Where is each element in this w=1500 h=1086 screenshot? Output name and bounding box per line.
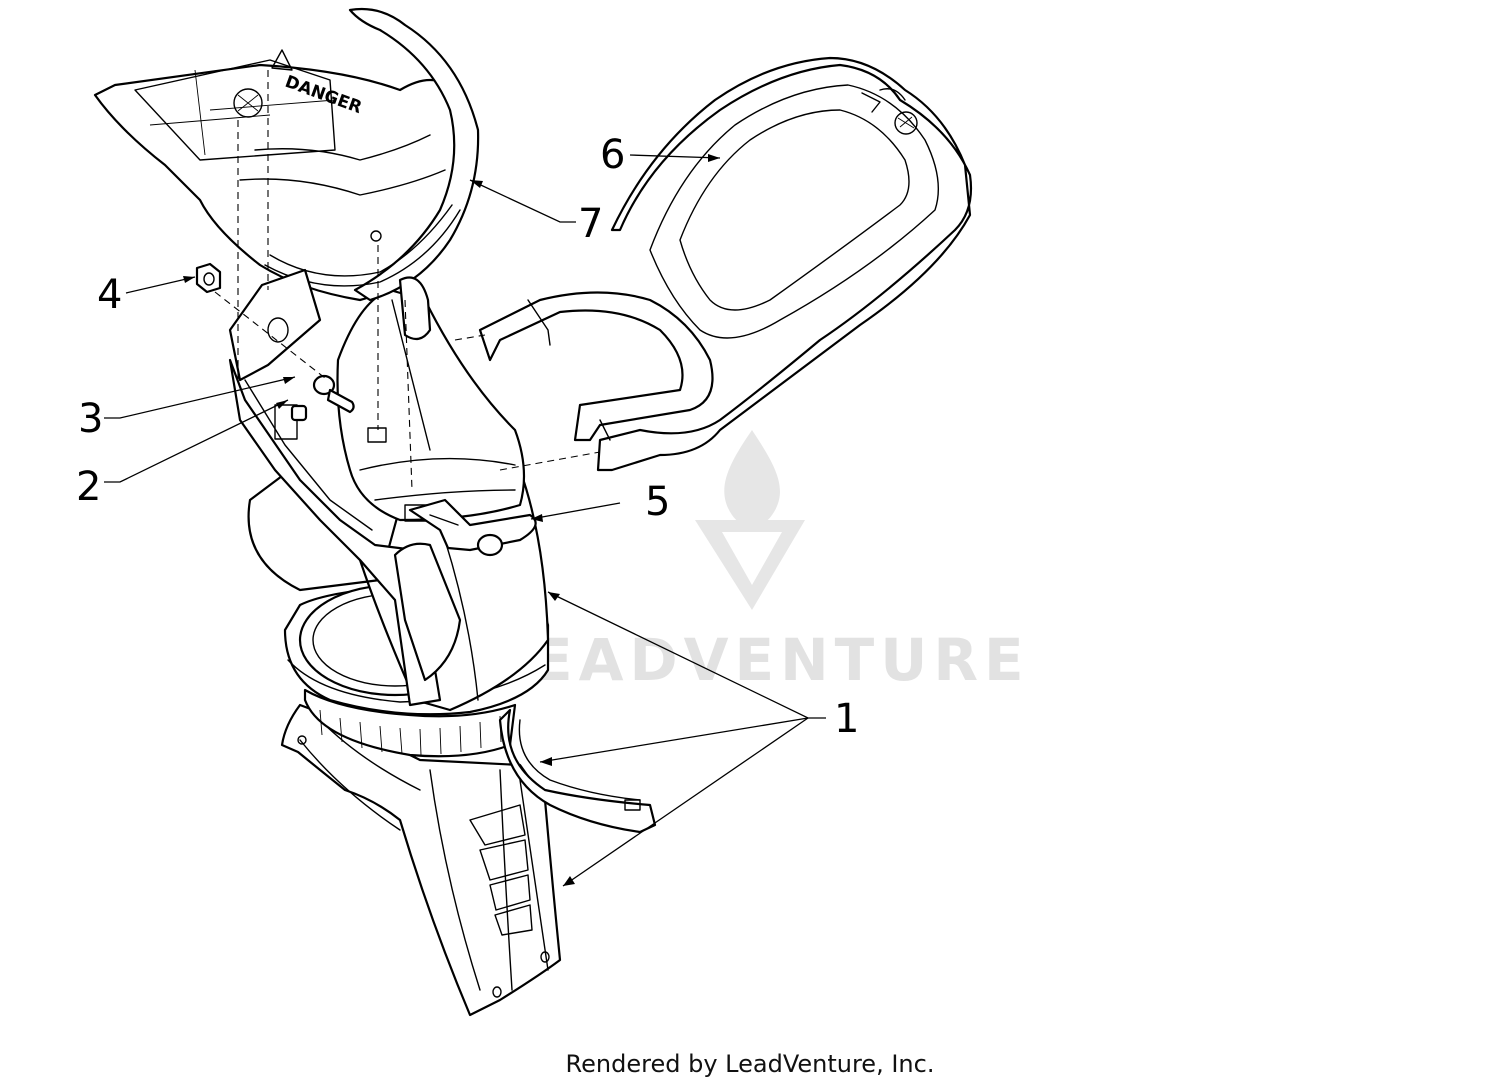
- bushing-part: [290, 404, 308, 422]
- callout-3: 3: [78, 396, 103, 442]
- deflector-part: DANGER: [93, 7, 480, 382]
- callout-6: 6: [600, 132, 625, 178]
- warning-triangle-icon: [271, 49, 293, 71]
- callout-5: 5: [645, 479, 670, 525]
- chute-base-part: [280, 688, 657, 1017]
- nut-part: [195, 262, 222, 294]
- callout-labels: 1 2 3 4 5 6 7: [76, 132, 859, 742]
- bolt-part: [312, 374, 355, 414]
- watermark-v-icon: [695, 520, 805, 610]
- leader-lines: [104, 154, 826, 887]
- danger-decal: [134, 59, 336, 161]
- handle-part: [478, 56, 973, 472]
- callout-1: 1: [834, 696, 859, 742]
- impeller-hazard-icon: [233, 88, 263, 118]
- render-credit: Rendered by LeadVenture, Inc.: [565, 1050, 935, 1078]
- callout-2: 2: [76, 464, 101, 510]
- leadventure-watermark: LEADVENTURE: [490, 430, 1030, 694]
- watermark-flame-icon: [724, 430, 780, 527]
- assembly-lines: [214, 70, 601, 491]
- watermark-text: LEADVENTURE: [490, 626, 1030, 694]
- callout-7: 7: [578, 201, 603, 247]
- chute-bracket-part: [228, 358, 462, 707]
- crank-knob-part: [408, 498, 537, 557]
- callout-4: 4: [97, 272, 122, 318]
- hand-warning-icon: [894, 111, 918, 135]
